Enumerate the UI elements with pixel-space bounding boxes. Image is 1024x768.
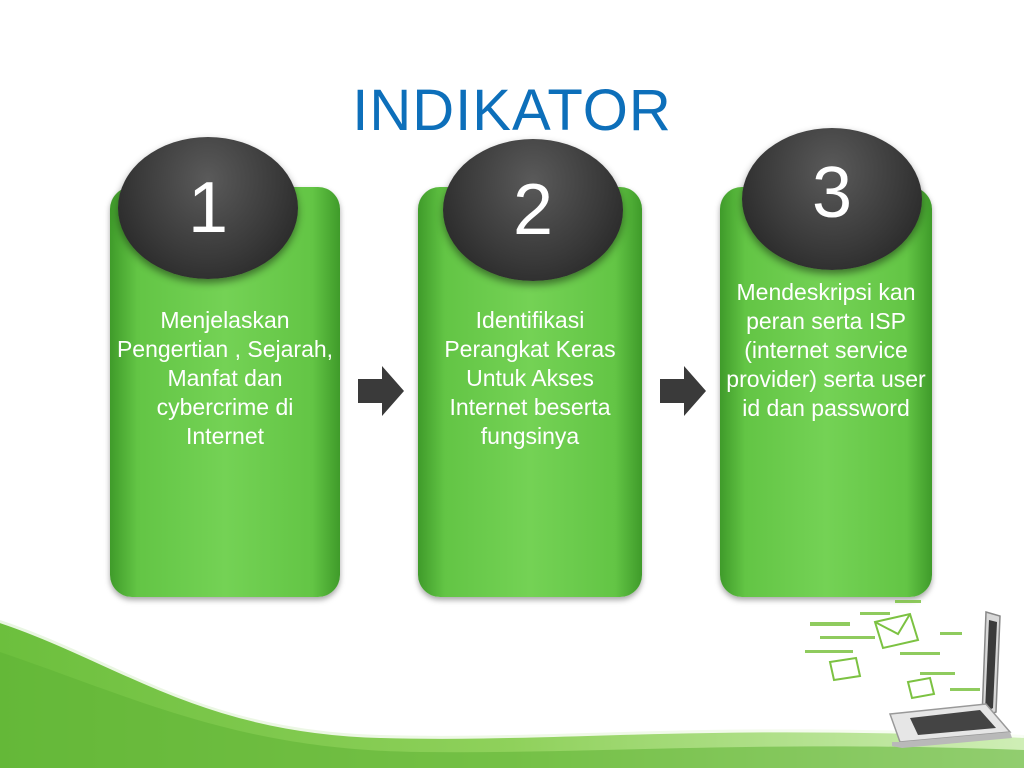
step-number-badge-1: 1 (118, 137, 298, 279)
step-number-badge-2: 2 (443, 139, 623, 281)
step-text-1: Menjelaskan Pengertian , Sejarah, Manfat… (116, 307, 334, 449)
step-number-1: 1 (187, 168, 229, 248)
step-card-2: Identifikasi Perangkat Keras Untuk Akses… (418, 187, 642, 597)
step-text-2: Identifikasi Perangkat Keras Untuk Akses… (444, 307, 616, 449)
step-text-3: Mendeskripsi kan peran serta ISP (intern… (726, 279, 926, 421)
laptop-email-icon (805, 600, 1012, 748)
step-number-badge-3: 3 (742, 128, 922, 270)
green-wave-decoration (0, 617, 1024, 768)
slide-title: INDIKATOR (352, 78, 672, 143)
arrow-right-icon (358, 366, 404, 416)
arrow-right-icon (660, 366, 706, 416)
step-number-3: 3 (811, 153, 853, 233)
step-number-2: 2 (512, 170, 554, 250)
